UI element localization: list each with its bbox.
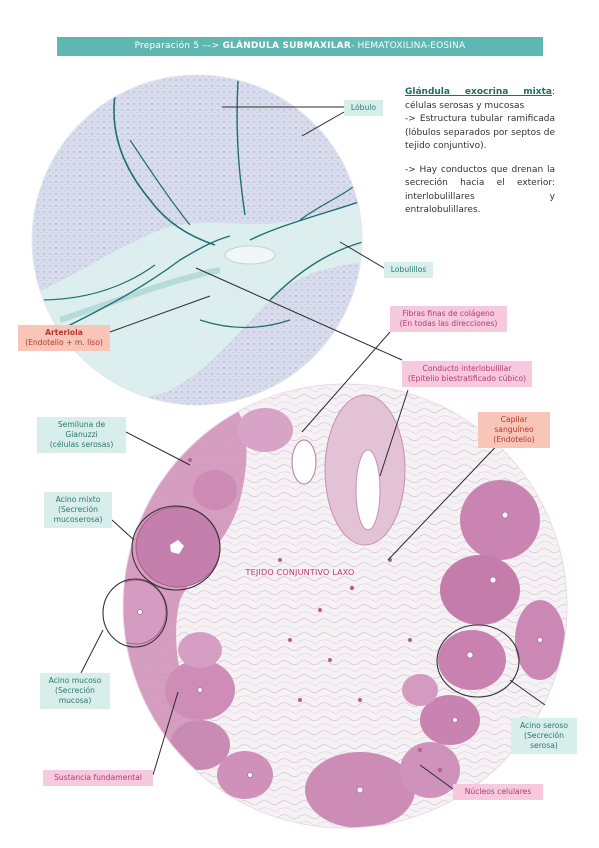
label-nucleos-celulares: Núcleos celulares xyxy=(453,784,543,800)
label-lobulillos: Lobulillos xyxy=(384,262,433,278)
description-line2: -> Estructura tubular ramificada (lóbulo… xyxy=(405,114,555,151)
micrograph-low-magnification xyxy=(31,74,363,406)
title-bold: GLÁNDULA SUBMAXILAR xyxy=(222,41,351,51)
acino-mucoso-highlight xyxy=(102,578,168,648)
leader-capilar xyxy=(387,436,506,561)
description-line3: -> Hay conductos que drenan la secreción… xyxy=(405,164,555,216)
leader-lobulo-2 xyxy=(301,111,345,137)
description-text: Glándula exocrina mixta: células serosas… xyxy=(405,86,555,228)
page-title: Preparación 5 ––> GLÁNDULA SUBMAXILAR- H… xyxy=(57,37,543,56)
label-fibras-colageno: Fibras finas de colágeno (En todas las d… xyxy=(390,306,507,332)
leader-conducto-bottom xyxy=(379,389,409,477)
leader-acino-mixto xyxy=(111,519,135,541)
leader-lobulillos xyxy=(339,241,385,269)
title-prefix: Preparación 5 ––> xyxy=(134,41,223,51)
leader-sustancia xyxy=(152,691,179,776)
label-sustancia-fundamental: Sustancia fundamental xyxy=(43,770,153,786)
leader-acino-mucoso xyxy=(80,629,104,674)
label-acino-mucoso: Acino mucoso (Secreción mucosa) xyxy=(40,673,110,709)
label-lobulo: Lóbulo xyxy=(344,100,383,116)
acino-seroso-highlight xyxy=(436,624,520,698)
leader-lines xyxy=(80,106,546,790)
label-acino-mixto: Acino mixto (Secreción mucoserosa) xyxy=(44,492,112,528)
label-semiluna: Semiluna de Gianuzzi (células serosas) xyxy=(37,417,126,453)
label-tejido-conjuntivo: TEJIDO CONJUNTIVO LAXO xyxy=(245,568,355,577)
title-suffix: - HEMATOXILINA-EOSINA xyxy=(350,41,466,51)
leader-nucleos xyxy=(419,764,454,790)
leader-acino-seroso xyxy=(509,679,546,706)
micrograph-high-magnification xyxy=(122,383,568,829)
label-acino-seroso: Acino seroso (Secreción serosa) xyxy=(511,718,577,754)
acino-mixto-highlight xyxy=(131,505,221,591)
description-heading: Glándula exocrina mixta xyxy=(405,87,552,97)
leader-semiluna xyxy=(125,431,191,466)
label-conducto-interlobulillar: Conducto interlobulillar (Epitelio biest… xyxy=(402,361,532,387)
description-line1: : células serosas y mucosas xyxy=(405,87,555,111)
label-arteriola: Arteriola (Endotelio + m. liso) xyxy=(18,325,110,351)
label-capilar: Capilar sanguíneo (Endotelio) xyxy=(478,412,550,448)
leader-conducto xyxy=(195,267,403,361)
leader-fibras xyxy=(301,331,391,433)
leader-arteriola xyxy=(109,295,211,333)
